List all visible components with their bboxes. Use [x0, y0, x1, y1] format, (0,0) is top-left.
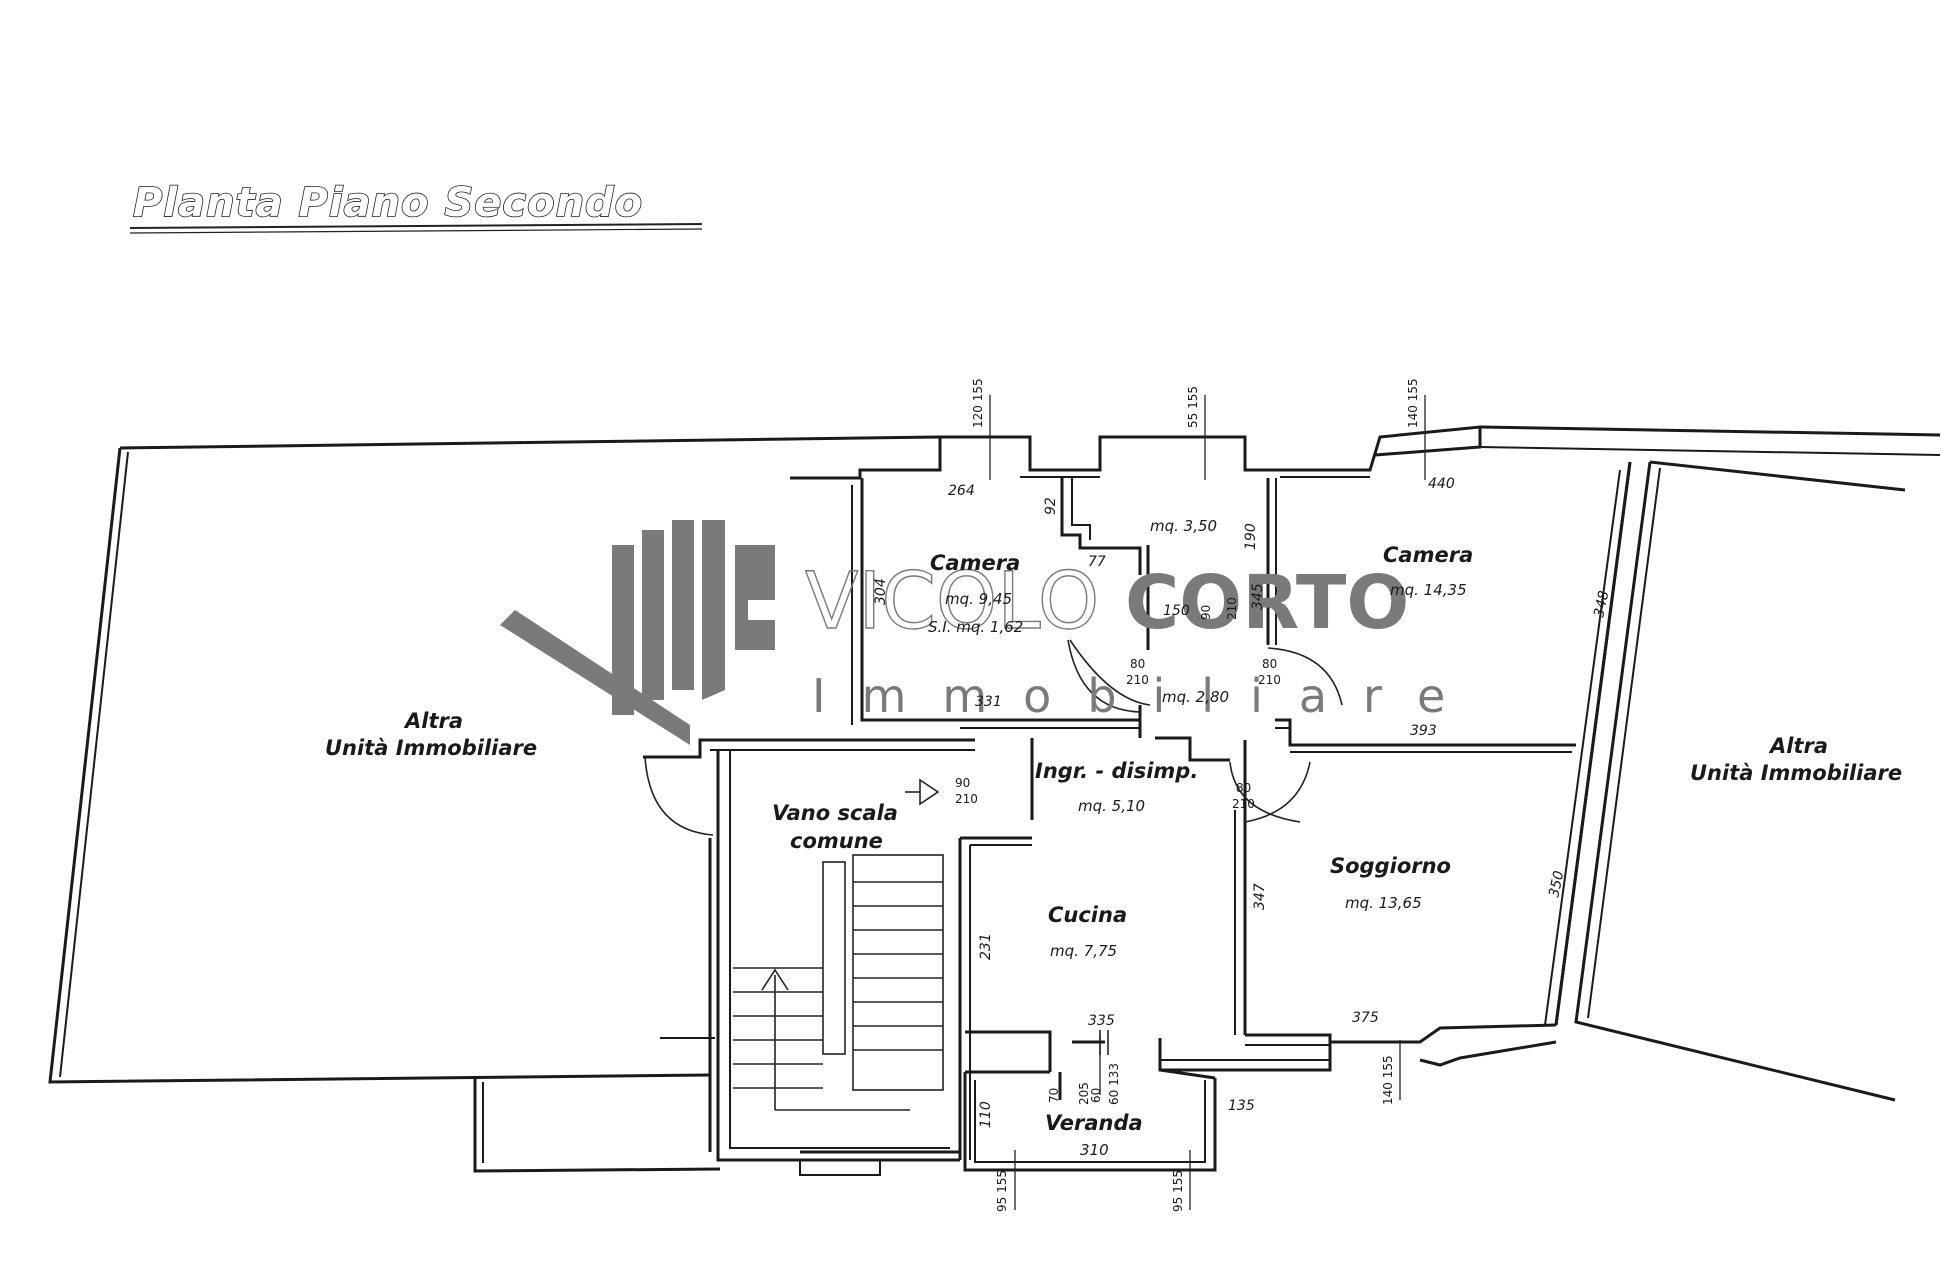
staircase: [733, 778, 944, 1111]
window-marks: [989, 395, 1426, 1210]
soggiorno-name: Soggiorno: [1330, 854, 1451, 878]
dim-150: 150: [1163, 603, 1190, 619]
watermark-word-light: VICOLO: [805, 557, 1099, 647]
cucina-name: Cucina: [1048, 903, 1127, 927]
camera-left-area: mq. 9,45: [945, 590, 1012, 608]
watermark-subtitle: Immobiliare: [812, 669, 1481, 723]
door-swings: [644, 639, 1343, 1055]
dim-345: 345: [1250, 583, 1266, 610]
window-label-6: 140 155: [1381, 1055, 1395, 1105]
dim-350: 350: [1546, 869, 1567, 899]
left-neighbor-unit: [48, 435, 941, 1173]
door-label-2-h: 210: [1258, 673, 1281, 687]
right-unit-label-2: Unità Immobiliare: [1690, 761, 1902, 785]
apartment-outline: [643, 425, 1632, 1176]
door-label-3-w: 90: [955, 776, 970, 790]
ingresso-name: Ingr. - disimp.: [1035, 759, 1198, 783]
window-label-7: 60 133: [1107, 1063, 1121, 1105]
left-unit-label-1: Altra: [403, 709, 463, 733]
vano-scala-line1: Vano scala: [772, 801, 898, 825]
plan-title-text: Planta Piano Secondo: [133, 180, 643, 226]
dim-375: 375: [1352, 1010, 1379, 1026]
door-label-1-w: 80: [1130, 657, 1145, 671]
plan-title: Planta Piano Secondo: [129, 179, 703, 234]
dim-393: 393: [1410, 723, 1437, 739]
right-unit-label-1: Altra: [1768, 734, 1828, 758]
dim-304: 304: [873, 578, 889, 605]
window-label-3: 140 155: [1406, 378, 1420, 428]
watermark-word-bold: CORTO: [1125, 560, 1409, 646]
camera-right-area: mq. 14,35: [1390, 581, 1467, 599]
dim-77: 77: [1088, 554, 1106, 570]
door-label-3-h: 210: [955, 792, 978, 806]
door-label-6-w: 70: [1047, 1088, 1061, 1103]
door-label-7-w: 60: [1089, 1088, 1103, 1103]
dim-92: 92: [1043, 497, 1059, 515]
ingresso-area: mq. 5,10: [1078, 797, 1145, 815]
camera-left-extra: S.I. mq. 1,62: [928, 618, 1023, 636]
dim-190: 190: [1243, 523, 1259, 550]
camera-right-name: Camera: [1383, 543, 1473, 567]
window-label-5: 95 155: [1171, 1170, 1185, 1212]
dim-110: 110: [978, 1101, 994, 1128]
dim-331: 331: [975, 694, 1002, 710]
window-label-1: 120 155: [971, 378, 985, 428]
veranda-width: 310: [1080, 1141, 1109, 1159]
window-label-4: 95 155: [995, 1170, 1009, 1212]
door-label-4-w: 80: [1236, 781, 1251, 795]
left-unit-label-2: Unità Immobiliare: [325, 736, 537, 760]
door-label-5-w: 90: [1199, 605, 1213, 620]
dim-440: 440: [1428, 476, 1455, 492]
camera-left-name: Camera: [930, 551, 1020, 575]
vano-scala-line2: comune: [790, 829, 883, 853]
door-label-2-w: 80: [1262, 657, 1277, 671]
cucina-area: mq. 7,75: [1050, 942, 1117, 960]
dim-135: 135: [1228, 1098, 1255, 1114]
door-label-4-h: 210: [1232, 797, 1255, 811]
bagno-area: mq. 3,50: [1150, 517, 1217, 535]
door-label-5-h: 210: [1225, 597, 1239, 620]
dim-205: 205: [1077, 1082, 1091, 1105]
window-label-2: 55 155: [1186, 386, 1200, 428]
dim-264: 264: [948, 483, 975, 499]
dim-347: 347: [1252, 883, 1268, 910]
door-label-1-h: 210: [1126, 673, 1149, 687]
rip-area: mq. 2,80: [1162, 688, 1229, 706]
dim-348: 348: [1591, 589, 1612, 619]
veranda-name: Veranda: [1045, 1111, 1143, 1135]
watermark-logo: [500, 520, 775, 745]
dim-335: 335: [1088, 1013, 1115, 1029]
dim-231: 231: [978, 933, 994, 960]
soggiorno-area: mq. 13,65: [1345, 894, 1422, 912]
